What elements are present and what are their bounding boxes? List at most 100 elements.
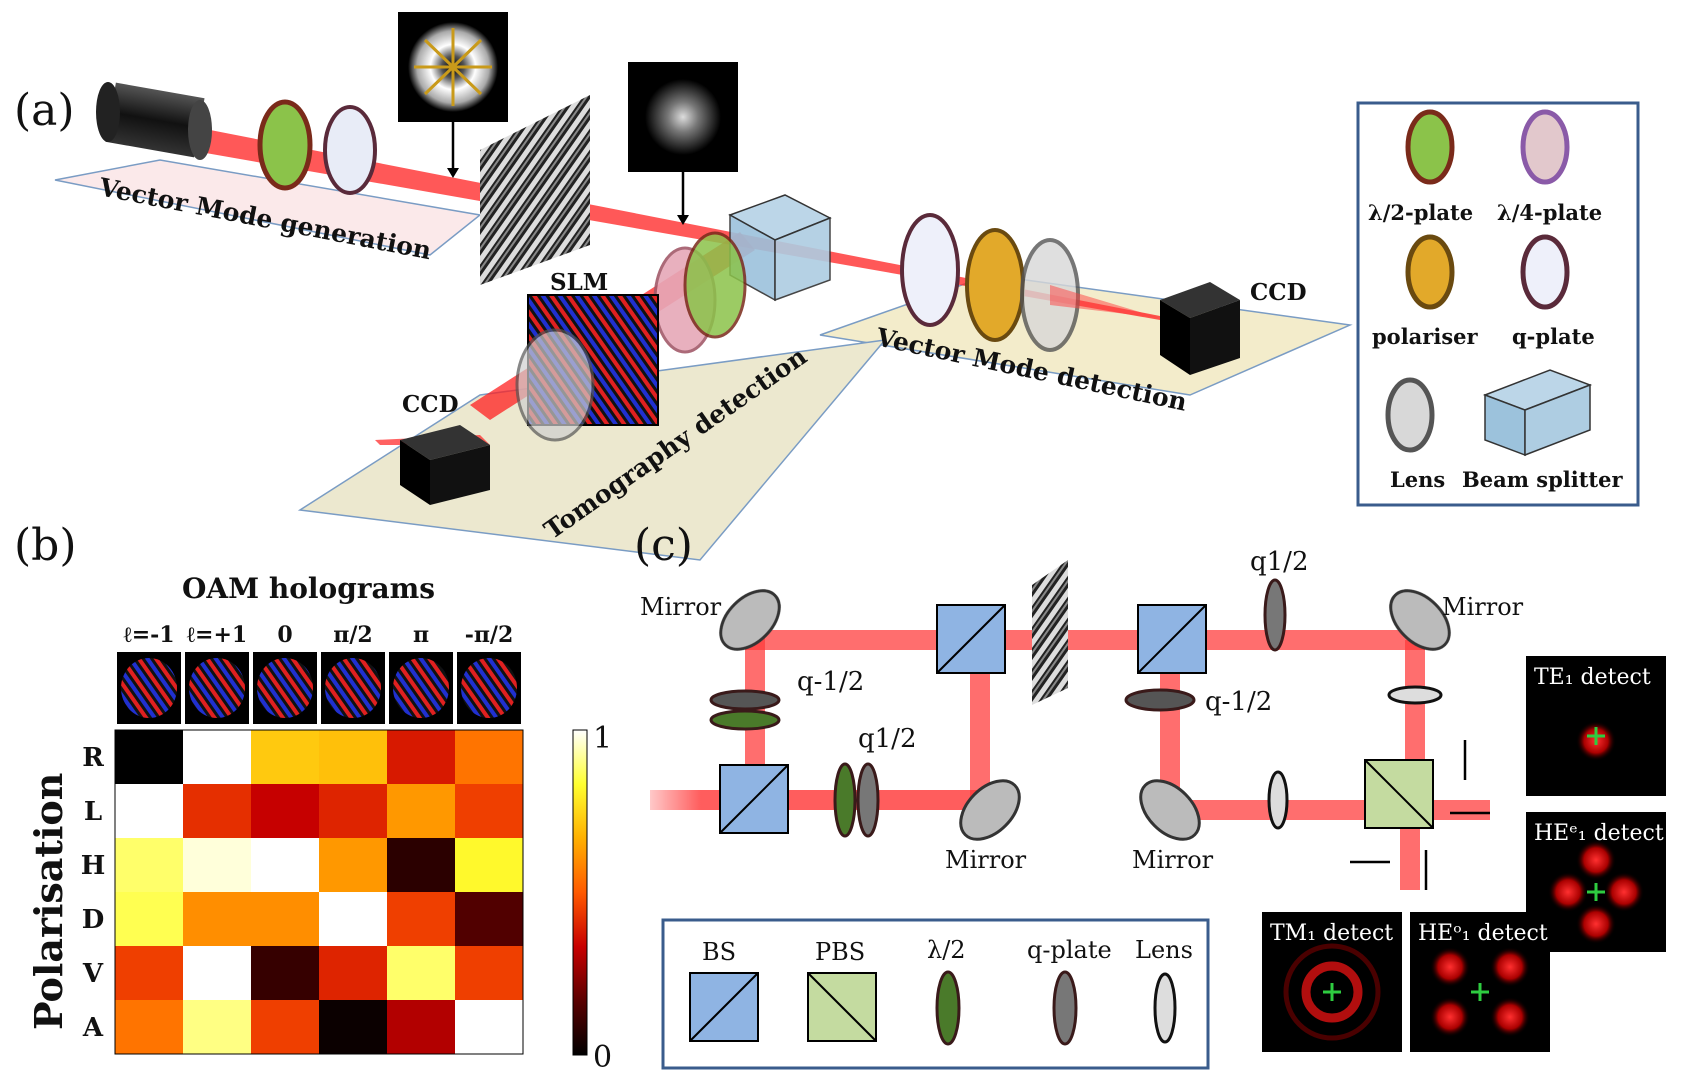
lens-c1: [1387, 685, 1443, 705]
heatmap-cell: [319, 838, 387, 892]
legend-polariser: polariser: [1372, 324, 1479, 349]
half-wave-c: [833, 762, 857, 838]
mirror-bm-label: Mirror: [945, 846, 1027, 874]
heatmap-cell: [183, 730, 251, 784]
mirror-bm2: [1139, 779, 1201, 841]
heatmap-cell: [455, 838, 523, 892]
oam-hologram-pattern: [461, 658, 517, 718]
legend-pbs-icon: [807, 972, 877, 1042]
mode-spot: [1430, 947, 1470, 987]
oam-column-label: -π/2: [465, 622, 514, 648]
oam-column-label: π/2: [333, 622, 372, 648]
legend-bs: BS: [702, 938, 736, 966]
polarisation-ylabel: Polarisation: [26, 773, 71, 1030]
q-plate-icon: [1520, 234, 1570, 310]
heatmap-cell: [183, 838, 251, 892]
mode-spot: [1490, 947, 1530, 987]
heatmap-cell: [455, 784, 523, 838]
heatmap-cell: [319, 784, 387, 838]
q-m2-label: q-1/2: [1205, 687, 1272, 717]
heatmap-cell: [387, 946, 455, 1000]
mirror-tl-label: Mirror: [640, 593, 722, 621]
polarisation-row-label: D: [82, 905, 105, 935]
q-p2-label: q1/2: [1250, 547, 1309, 577]
heatmap-cell: [115, 946, 183, 1000]
colorbar-max: 1: [593, 721, 612, 756]
polarisation-row-label: H: [81, 851, 106, 881]
oam-hologram-row: [117, 652, 521, 724]
slm-hologram-a: [480, 95, 590, 285]
oam-column-label: π: [413, 622, 429, 648]
heatmap-cell: [319, 1000, 387, 1054]
heatmap-cell: [455, 730, 523, 784]
q-plate-c1a: [709, 689, 781, 711]
polarisation-row-label: A: [82, 1013, 104, 1043]
laser-source: [96, 82, 212, 160]
lens-c2: [1267, 770, 1289, 830]
heatmap-cell: [455, 1000, 523, 1054]
heatmap-cell: [455, 946, 523, 1000]
q-plate-detect: [900, 213, 960, 327]
bs-top-left: [936, 604, 1006, 674]
legend-quarter-wave: λ/4-plate: [1497, 200, 1602, 225]
oam-hologram-pattern: [257, 658, 313, 718]
detect-inset: [1410, 912, 1550, 1052]
mirror-tr: [1389, 589, 1451, 651]
slm-label: SLM: [550, 269, 608, 296]
legend-bs-icon: [689, 972, 759, 1042]
detect-inset-label: HEᵉ₁ detect: [1534, 821, 1664, 846]
heatmap-cell: [251, 838, 319, 892]
oam-title: OAM holograms: [182, 572, 435, 605]
heatmap-cell: [115, 838, 183, 892]
half-wave-plate-icon: [1405, 109, 1455, 185]
polarisation-row-label: R: [82, 743, 104, 773]
heatmap-cell: [115, 730, 183, 784]
heatmap-cell: [251, 892, 319, 946]
ccd-right-label: CCD: [1250, 279, 1307, 306]
legend-lens-icon: [1153, 972, 1177, 1044]
heatmap-cell: [251, 1000, 319, 1054]
ccd-left-label: CCD: [402, 391, 459, 418]
quarter-wave-plate-icon: [1520, 109, 1570, 185]
mode-spot: [1604, 872, 1644, 912]
heatmap: [114, 729, 524, 1055]
panel-label-c: (c): [634, 520, 693, 571]
polarisation-row-label: L: [84, 797, 102, 827]
heatmap-cell: [387, 784, 455, 838]
colorbar-min: 0: [593, 1040, 612, 1075]
legend-half-wave: λ/2-plate: [1368, 200, 1473, 225]
legend-half-icon: [935, 970, 961, 1046]
oam-column-label: ℓ=+1: [187, 622, 247, 648]
heatmap-cell: [251, 730, 319, 784]
slm-c: [1032, 560, 1068, 705]
heatmap-cell: [455, 892, 523, 946]
legend-a-frame: [1356, 101, 1640, 507]
heatmap-cell: [251, 784, 319, 838]
heatmap-cell: [319, 946, 387, 1000]
panel-label-a: (a): [14, 85, 75, 136]
legend-q-plate: q-plate: [1512, 324, 1595, 349]
oam-hologram-pattern: [325, 658, 381, 718]
lens-icon: [1385, 377, 1435, 453]
legend-lens-c: Lens: [1135, 936, 1193, 964]
polarisation-row-label: V: [82, 959, 104, 989]
detect-inset-label: TE₁ detect: [1534, 665, 1651, 690]
ccd-right: [1160, 282, 1240, 375]
heatmap-cell: [387, 1000, 455, 1054]
legend-pbs: PBS: [815, 938, 865, 966]
detect-inset-label: TM₁ detect: [1270, 921, 1393, 946]
mode-spot: [1490, 997, 1530, 1037]
heatmap-cell: [319, 730, 387, 784]
legend-c-frame: [661, 918, 1210, 1070]
bs-bottom-left: [719, 764, 789, 834]
polarisation-arrows-icon: [414, 28, 492, 106]
translation-arrows-icon: [1350, 740, 1490, 890]
half-wave-plate-a: [257, 99, 313, 191]
oam-hologram-pattern: [393, 658, 449, 718]
oam-column-label: ℓ=-1: [123, 622, 174, 648]
polariser-icon: [1405, 234, 1455, 310]
